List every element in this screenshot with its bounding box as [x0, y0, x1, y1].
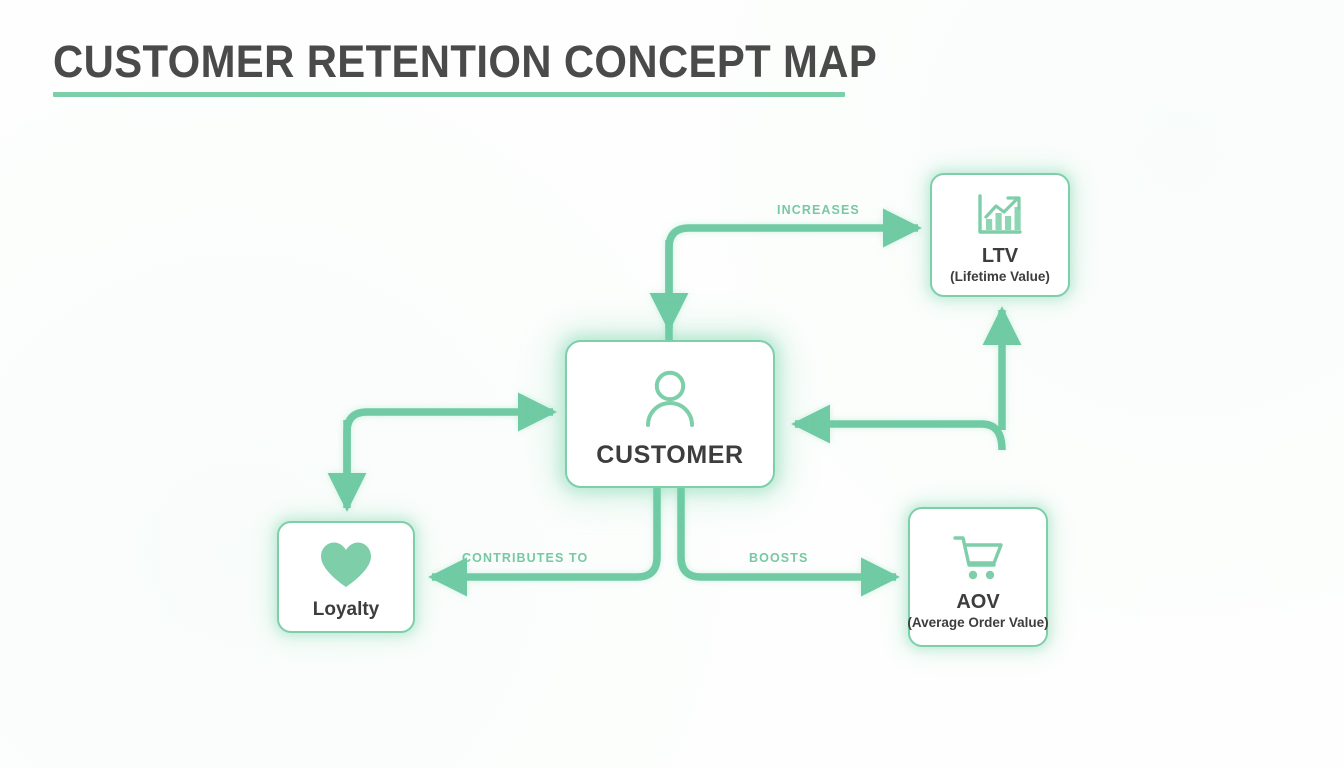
bar-chart-growth-icon	[974, 192, 1026, 238]
edge-customer-to-ltv	[665, 208, 922, 340]
edge-aov-to-customer	[791, 404, 1006, 451]
node-ltv-label: LTV	[981, 245, 1019, 267]
page-title: CUSTOMER RETENTION CONCEPT MAP	[53, 36, 878, 87]
edge-label-boosts: BOOSTS	[749, 551, 809, 565]
node-ltv-sublabel: (Lifetime Value)	[950, 269, 1050, 284]
person-icon	[639, 369, 701, 427]
edge-loyalty-to-customer	[343, 392, 557, 497]
title-block: CUSTOMER RETENTION CONCEPT MAP	[53, 36, 953, 97]
node-loyalty-label: Loyalty	[312, 598, 380, 620]
node-loyalty[interactable]: Loyalty	[277, 521, 415, 633]
shopping-cart-icon	[951, 533, 1005, 583]
node-customer-label: CUSTOMER	[596, 440, 744, 469]
node-customer[interactable]: CUSTOMER	[565, 340, 775, 488]
node-aov-label: AOV	[956, 590, 1000, 613]
node-aov-sublabel: (Average Order Value)	[907, 614, 1049, 630]
edge-customer-bottom-left	[428, 488, 661, 597]
edge-label-increases: INCREASES	[777, 203, 860, 217]
node-ltv[interactable]: LTV (Lifetime Value)	[930, 173, 1070, 297]
edge-label-contributes-to: CONTRIBUTES TO	[462, 551, 589, 565]
node-aov[interactable]: AOV (Average Order Value)	[907, 507, 1049, 647]
title-underline-accent	[53, 92, 845, 97]
edge-customer-bottom-right	[677, 488, 900, 597]
heart-icon	[318, 540, 374, 590]
